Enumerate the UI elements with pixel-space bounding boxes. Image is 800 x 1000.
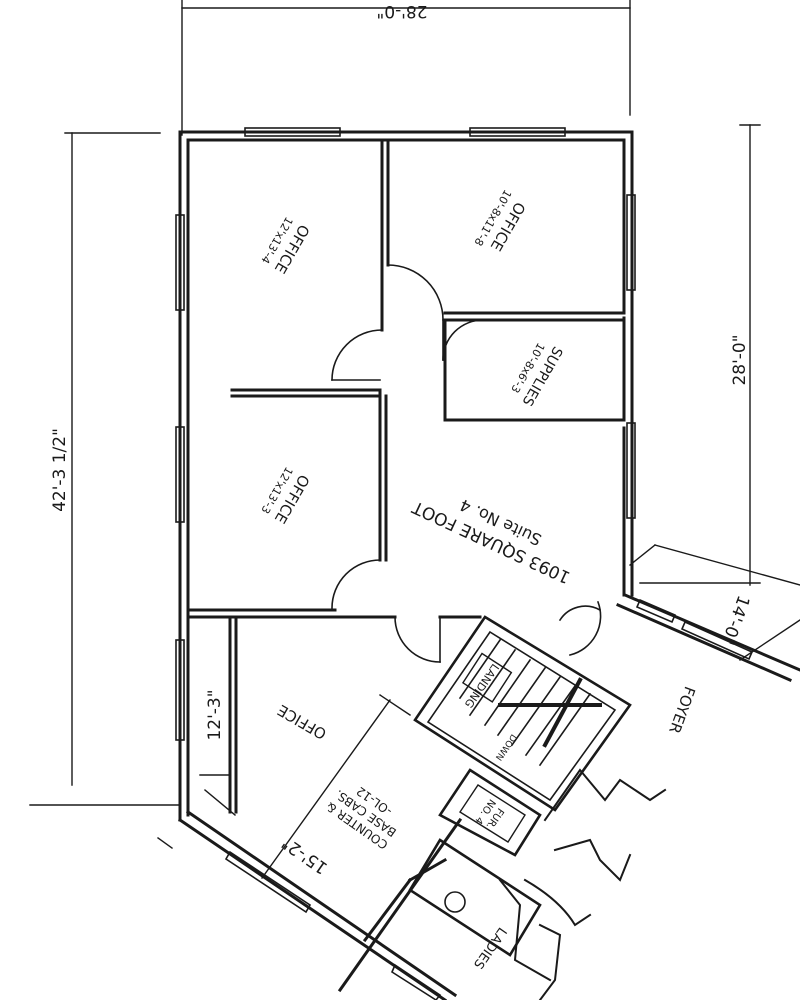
- counter-length-dimension: 15'-2": [278, 832, 331, 878]
- foyer-width-dimension: 14'-0": [717, 593, 753, 648]
- exterior-walls: [177, 130, 800, 1000]
- top-width-dimension: 28'-0": [376, 1, 427, 21]
- windows: [175, 127, 754, 1000]
- dimension-lines: [29, 0, 800, 879]
- office-depth-dimension: 12'-3": [205, 689, 225, 740]
- office-4-name: OFFICE: [274, 701, 329, 743]
- right-height-dimension: 28'-0": [730, 334, 750, 385]
- foyer-label: FOYER: [665, 684, 699, 736]
- left-height-dimension: 42'-3 1/2": [50, 428, 70, 512]
- door-swings: [331, 264, 602, 663]
- interior-walls: [186, 138, 626, 993]
- down-label: DOWN: [493, 732, 518, 762]
- foyer-detail: [523, 768, 667, 1000]
- stair-core: [408, 615, 632, 982]
